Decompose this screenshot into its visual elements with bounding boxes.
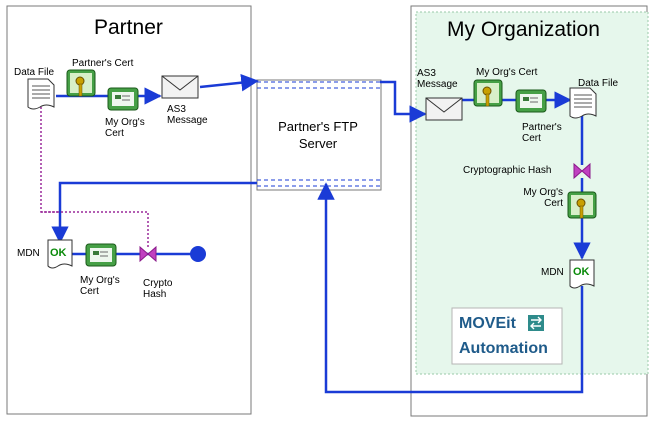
org-data-file-icon [569,87,597,119]
partner-title: Partner [94,16,163,39]
partner-cert-label: Partner's Cert [72,58,134,69]
org-my-org-cert-key-icon [473,79,503,107]
moveit-logo-icon [528,315,544,331]
partner-mdn-icon [47,239,73,269]
org-my-org-cert-label: My Org's Cert [476,67,538,78]
ftp-server-box [256,79,382,191]
flow-line-mdn-return [317,182,584,394]
partner-hash-marker [139,245,157,263]
partner-mdn-ok-badge: OK [50,247,67,259]
org-partner-cert-icon [515,89,547,113]
org-my-org-cert-label-2: My Org's Cert [523,187,563,209]
flow-line-from-ftp [380,80,427,123]
partner-my-org-cert-label: My Org's Cert [105,117,145,139]
partner-end-dot [190,246,206,262]
org-mdn-ok-badge: OK [573,266,590,278]
org-hash-marker [573,162,591,180]
moveit-name: MOVEit [459,315,516,332]
partner-as3-label: AS3 Message [167,104,208,126]
partner-cert-key-icon [66,69,96,97]
partner-panel [6,5,252,415]
partner-data-file-label: Data File [14,67,55,78]
org-mdn-label: MDN [541,267,564,278]
org-as3-envelope-icon [425,97,463,121]
partner-mdn-cert-icon [85,243,117,267]
partner-crypto-hash-label: Crypto Hash [143,278,173,300]
partner-mdn-cert-label: My Org's Cert [80,275,120,297]
org-as3-label: AS3 Message [417,68,458,90]
partner-mdn-label: MDN [17,248,40,259]
flow-line-to-ftp [199,73,259,92]
ftp-server-label: Partner's FTP Server [278,119,358,151]
partner-as3-envelope-icon [161,75,199,99]
org-partner-cert-label: Partner's Cert [522,122,562,144]
org-mdn-icon [569,259,595,289]
moveit-automation: Automation [459,340,548,357]
org-data-file-label: Data File [578,78,619,89]
partner-my-org-cert-icon [107,87,139,111]
org-my-org-cert-key-icon-2 [567,191,597,219]
org-crypto-hash-label: Cryptographic Hash [463,165,552,176]
flow-line-to-partner-mdn [51,181,257,244]
org-title: My Organization [447,18,600,41]
